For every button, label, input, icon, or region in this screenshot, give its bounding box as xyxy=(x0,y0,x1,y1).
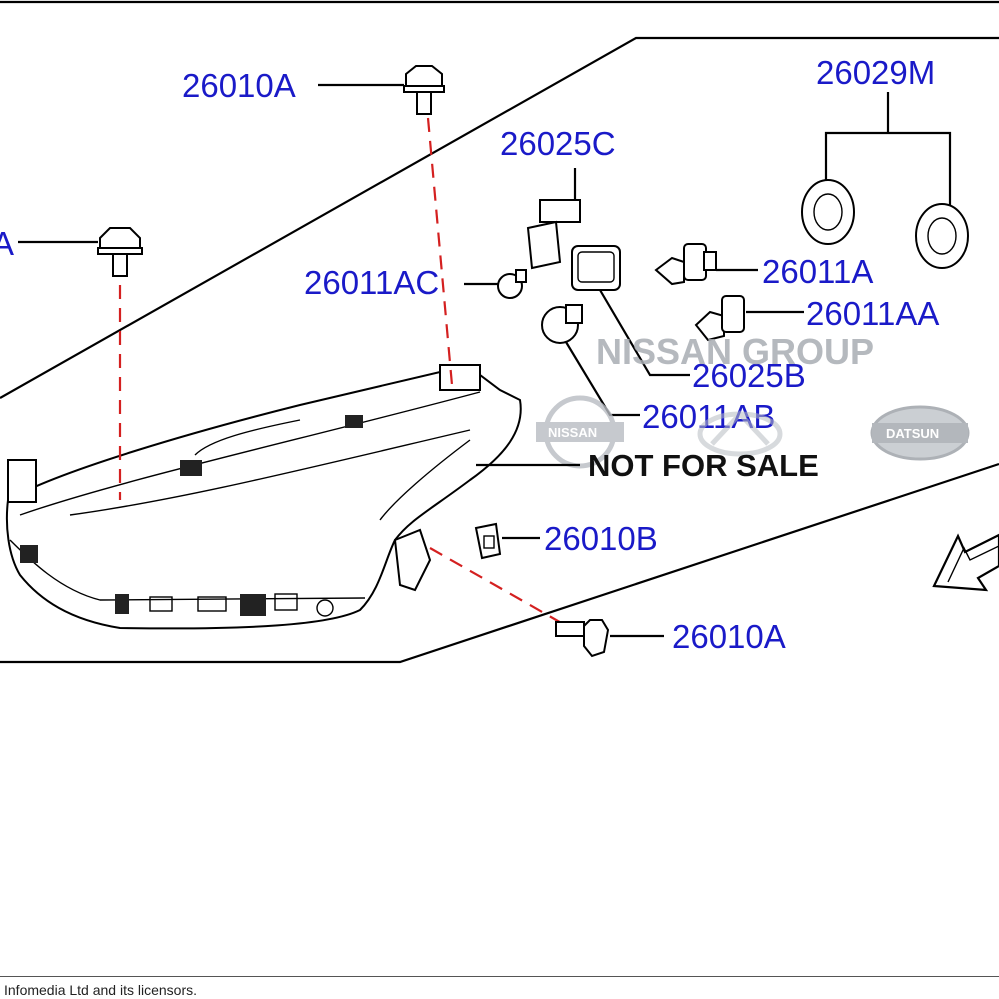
screw-top-part[interactable] xyxy=(403,65,445,115)
seal-right-part[interactable] xyxy=(915,203,969,269)
small-bulb-part[interactable] xyxy=(497,269,527,299)
not-for-sale-text: NOT FOR SALE xyxy=(588,448,819,483)
label-small-bulb[interactable]: 26011AC xyxy=(304,264,439,301)
label-bulb-aa[interactable]: 26011AA xyxy=(806,295,939,332)
label-clip[interactable]: 26010B xyxy=(544,520,658,557)
label-screw-top[interactable]: 26010A xyxy=(182,67,296,104)
assembly-panel-bottom-outline xyxy=(0,462,999,664)
clip-part[interactable] xyxy=(474,522,502,560)
bulb-aa-part[interactable] xyxy=(694,295,745,342)
front-direction-arrow-icon xyxy=(932,533,999,592)
assembly-panel-outline xyxy=(0,36,999,399)
watermark-group-text: NISSAN GROUP xyxy=(596,331,874,372)
label-screw-bottom[interactable]: 26010A xyxy=(672,618,786,655)
screw-bottom-part[interactable] xyxy=(555,619,610,658)
bulb-a-part[interactable] xyxy=(654,243,717,286)
datsun-badge-text: DATSUN xyxy=(886,426,939,441)
bulb-socket-part[interactable] xyxy=(526,199,581,270)
bulb-ab-part[interactable] xyxy=(541,304,583,344)
infiniti-logo-mark xyxy=(697,410,783,457)
footer-divider xyxy=(0,976,999,977)
headlamp-assembly[interactable] xyxy=(5,364,522,630)
label-bulb-socket[interactable]: 26025C xyxy=(500,125,616,162)
guide-top-screw xyxy=(426,117,454,386)
label-socket-b[interactable]: 26025B xyxy=(692,357,806,394)
socket-b-part[interactable] xyxy=(571,245,621,291)
label-screw-left[interactable]: A xyxy=(0,225,14,262)
nissan-badge-text: NISSAN xyxy=(548,425,597,440)
seal-left-part[interactable] xyxy=(801,179,855,245)
screw-left-part[interactable] xyxy=(97,227,143,277)
label-bulb-a[interactable]: 26011A xyxy=(762,253,873,290)
guide-bottom-screw xyxy=(429,547,566,626)
datsun-logo-badge: DATSUN xyxy=(870,405,970,461)
label-seals[interactable]: 26029M xyxy=(816,54,935,91)
copyright-footer: Infomedia Ltd and its licensors. xyxy=(4,982,197,998)
leader-seals-branch xyxy=(824,131,952,205)
leader-socket-b xyxy=(599,289,690,377)
